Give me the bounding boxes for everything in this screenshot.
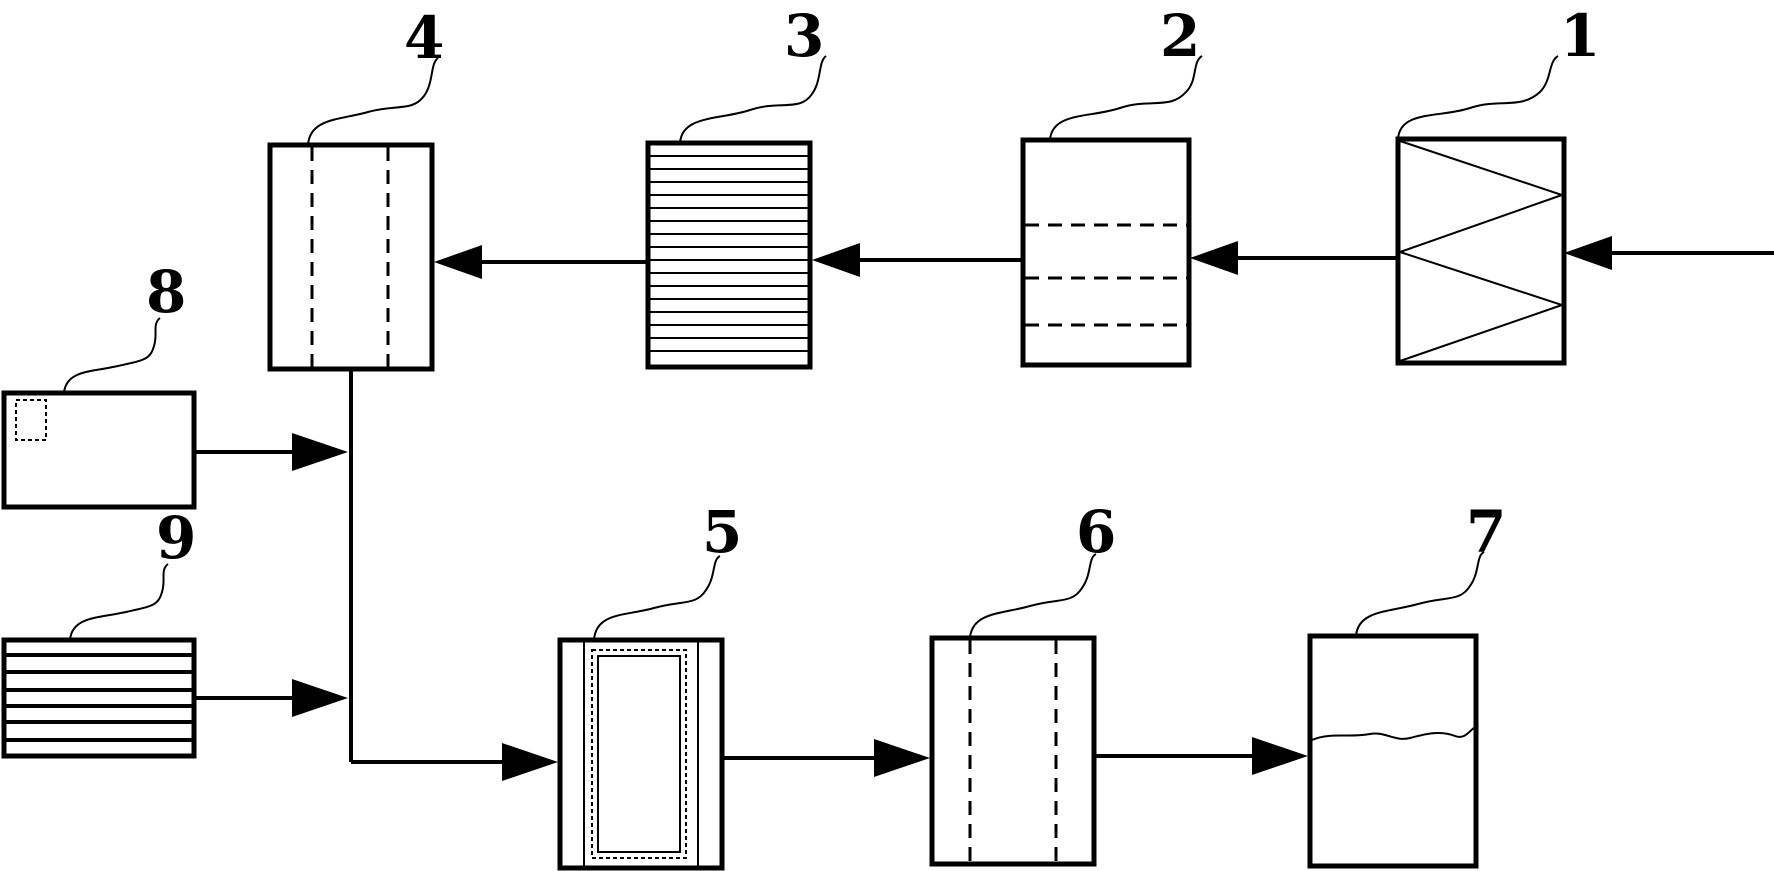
component-8: 8	[1, 258, 197, 510]
arrowhead-into-4	[434, 245, 482, 279]
component-9-stripes	[6, 653, 192, 742]
label-6: 6	[1076, 498, 1116, 566]
arrowhead-from-8	[292, 433, 348, 471]
arrowhead-into-5	[502, 743, 558, 781]
component-5: 5	[557, 498, 742, 871]
component-2: 2	[1020, 2, 1203, 368]
component-3: 3	[645, 2, 827, 370]
component-9: 9	[1, 504, 197, 759]
arrowhead-into-7	[1252, 737, 1308, 775]
label-4: 4	[404, 4, 444, 72]
label-1: 1	[1560, 2, 1600, 70]
label-3: 3	[784, 2, 824, 70]
label-8: 8	[146, 258, 186, 326]
label-2: 2	[1160, 2, 1200, 70]
component-7: 7	[1307, 498, 1506, 869]
left-flow	[194, 369, 558, 781]
arrowhead-from-9	[292, 679, 348, 717]
arrowhead-into-6	[874, 739, 930, 777]
component-4: 4	[267, 4, 444, 372]
arrowhead-into-2	[1190, 241, 1238, 275]
component-3-stripes	[650, 155, 808, 352]
component-6: 6	[929, 498, 1116, 867]
label-9: 9	[156, 504, 196, 572]
bottom-flow	[722, 737, 1308, 777]
top-flow	[434, 236, 1774, 279]
arrowhead-into-1	[1564, 236, 1612, 270]
arrowhead-into-3	[812, 243, 860, 277]
label-7: 7	[1466, 498, 1506, 566]
component-1: 1	[1395, 2, 1600, 366]
label-5: 5	[702, 498, 742, 566]
